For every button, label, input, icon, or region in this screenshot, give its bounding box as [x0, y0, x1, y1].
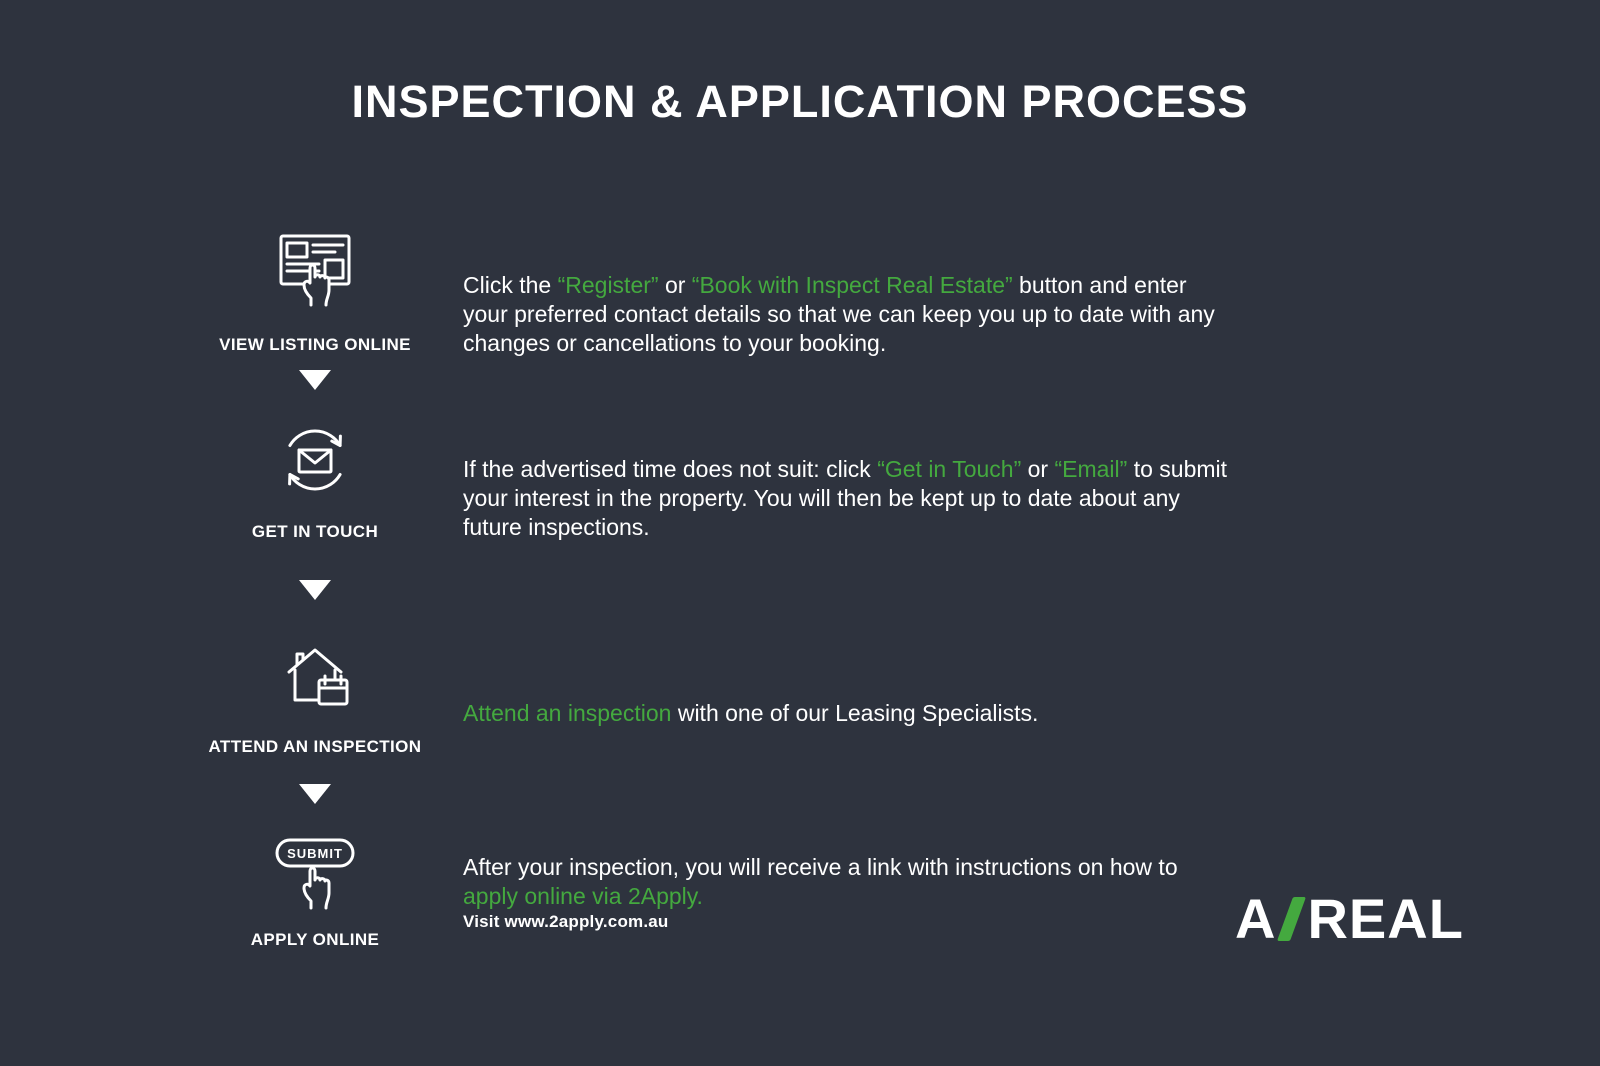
logo-word-real: REAL: [1307, 887, 1464, 950]
logo-letter-a: A: [1235, 887, 1277, 950]
step3-label: ATTEND AN INSPECTION: [208, 737, 422, 756]
step4-label: APPLY ONLINE: [250, 930, 380, 949]
submit-button-text: SUBMIT: [287, 846, 343, 861]
flow-arrow-down-icon: [299, 580, 331, 600]
step2-label: GET IN TOUCH: [251, 522, 379, 541]
areal-logo: A REAL: [1235, 886, 1464, 951]
step1-label: VIEW LISTING ONLINE: [219, 335, 411, 354]
visit-url-note: Visit www.2apply.com.au: [463, 912, 669, 931]
step4-icon-box: SUBMIT: [265, 834, 365, 918]
listing-cursor-icon: [279, 234, 351, 307]
page-title: INSPECTION & APPLICATION PROCESS: [351, 76, 1249, 127]
step2-icon-box: [275, 420, 355, 500]
logo-green-slash-icon: [1277, 896, 1307, 941]
flow-arrow-down-icon: [299, 370, 331, 390]
step4-description: After your inspection, you will receive …: [463, 854, 1178, 909]
step2-description: If the advertised time does not suit: cl…: [463, 456, 1228, 540]
submit-button-icon: SUBMIT: [275, 838, 355, 910]
step3-description: Attend an inspection with one of our Lea…: [463, 700, 1039, 726]
step1-icon-box: [275, 228, 355, 308]
step1-description: Click the “Register” or “Book with Inspe…: [463, 272, 1215, 356]
email-refresh-icon: [288, 429, 342, 491]
house-calendar-icon: [287, 648, 349, 706]
step3-icon-box: [275, 634, 355, 714]
flow-arrow-down-icon: [299, 784, 331, 804]
